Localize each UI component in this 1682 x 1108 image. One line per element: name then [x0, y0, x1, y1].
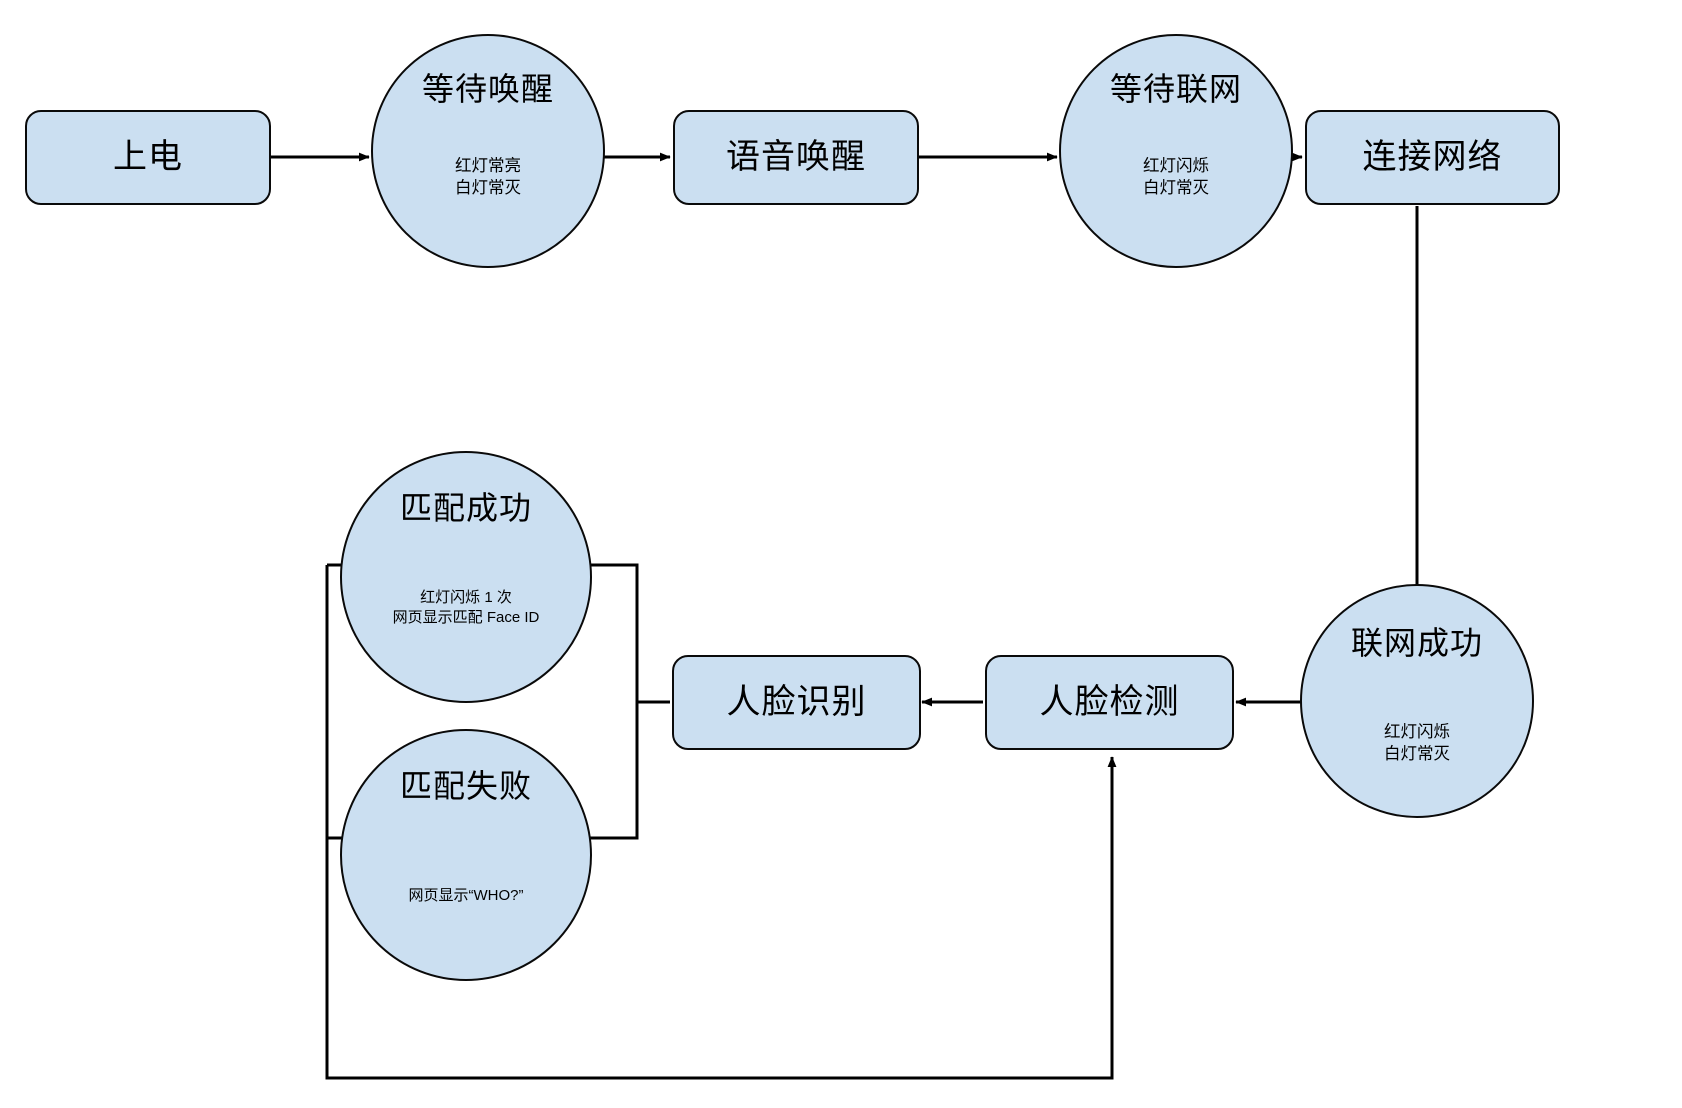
node-network-success-subline-2: 白灯常灭 — [1384, 745, 1450, 764]
node-wait-wakeup-subline-2: 白灯常灭 — [455, 179, 521, 198]
node-match-fail-subline-1: 网页显示“WHO?” — [408, 887, 524, 905]
node-connect-network-title: 连接网络 — [1362, 137, 1503, 176]
edge-match-fail-feedback-to-face-detect — [325, 565, 1117, 1080]
node-wait-network-subline-2: 白灯常灭 — [1143, 179, 1209, 198]
node-network-success-subtext: 红灯闪烁 白灯常灭 — [1384, 721, 1450, 766]
node-wait-wakeup-title: 等待唤醒 — [421, 71, 554, 107]
node-voice-wakeup-title: 语音唤醒 — [726, 137, 866, 176]
node-match-fail[interactable]: 匹配失败 网页显示“WHO?” — [340, 729, 592, 981]
node-connect-network[interactable]: 连接网络 — [1305, 110, 1560, 205]
node-power-on[interactable]: 上电 — [25, 110, 271, 205]
node-wait-wakeup-subline-1: 红灯常亮 — [455, 157, 521, 176]
node-power-on-title: 上电 — [113, 137, 183, 176]
node-match-success-subline-1: 红灯闪烁 1 次 — [420, 589, 512, 607]
node-wait-network-subline-1: 红灯闪烁 — [1143, 157, 1209, 176]
node-wait-network-subtext: 红灯闪烁 白灯常灭 — [1143, 155, 1209, 200]
node-network-success-subline-1: 红灯闪烁 — [1384, 723, 1450, 742]
node-network-success-title: 联网成功 — [1350, 625, 1483, 661]
node-network-success[interactable]: 联网成功 红灯闪烁 白灯常灭 — [1300, 584, 1534, 818]
node-wait-network-title: 等待联网 — [1109, 71, 1242, 107]
node-wait-network[interactable]: 等待联网 红灯闪烁 白灯常灭 — [1059, 34, 1293, 268]
node-match-success-subtext: 红灯闪烁 1 次 网页显示匹配 Face ID — [393, 588, 540, 629]
node-face-recognize[interactable]: 人脸识别 — [672, 655, 921, 750]
node-voice-wakeup[interactable]: 语音唤醒 — [673, 110, 919, 205]
node-wait-wakeup[interactable]: 等待唤醒 红灯常亮 白灯常灭 — [371, 34, 605, 268]
node-match-fail-title: 匹配失败 — [399, 768, 532, 804]
node-match-success-subline-2: 网页显示匹配 Face ID — [392, 609, 540, 627]
node-match-success[interactable]: 匹配成功 红灯闪烁 1 次 网页显示匹配 Face ID — [340, 451, 592, 703]
node-face-detect-title: 人脸检测 — [1039, 682, 1180, 721]
node-match-fail-subtext: 网页显示“WHO?” — [409, 886, 524, 906]
node-face-recognize-title: 人脸识别 — [726, 682, 867, 721]
node-face-detect[interactable]: 人脸检测 — [985, 655, 1234, 750]
node-match-success-title: 匹配成功 — [399, 490, 532, 526]
node-wait-wakeup-subtext: 红灯常亮 白灯常灭 — [455, 155, 521, 200]
